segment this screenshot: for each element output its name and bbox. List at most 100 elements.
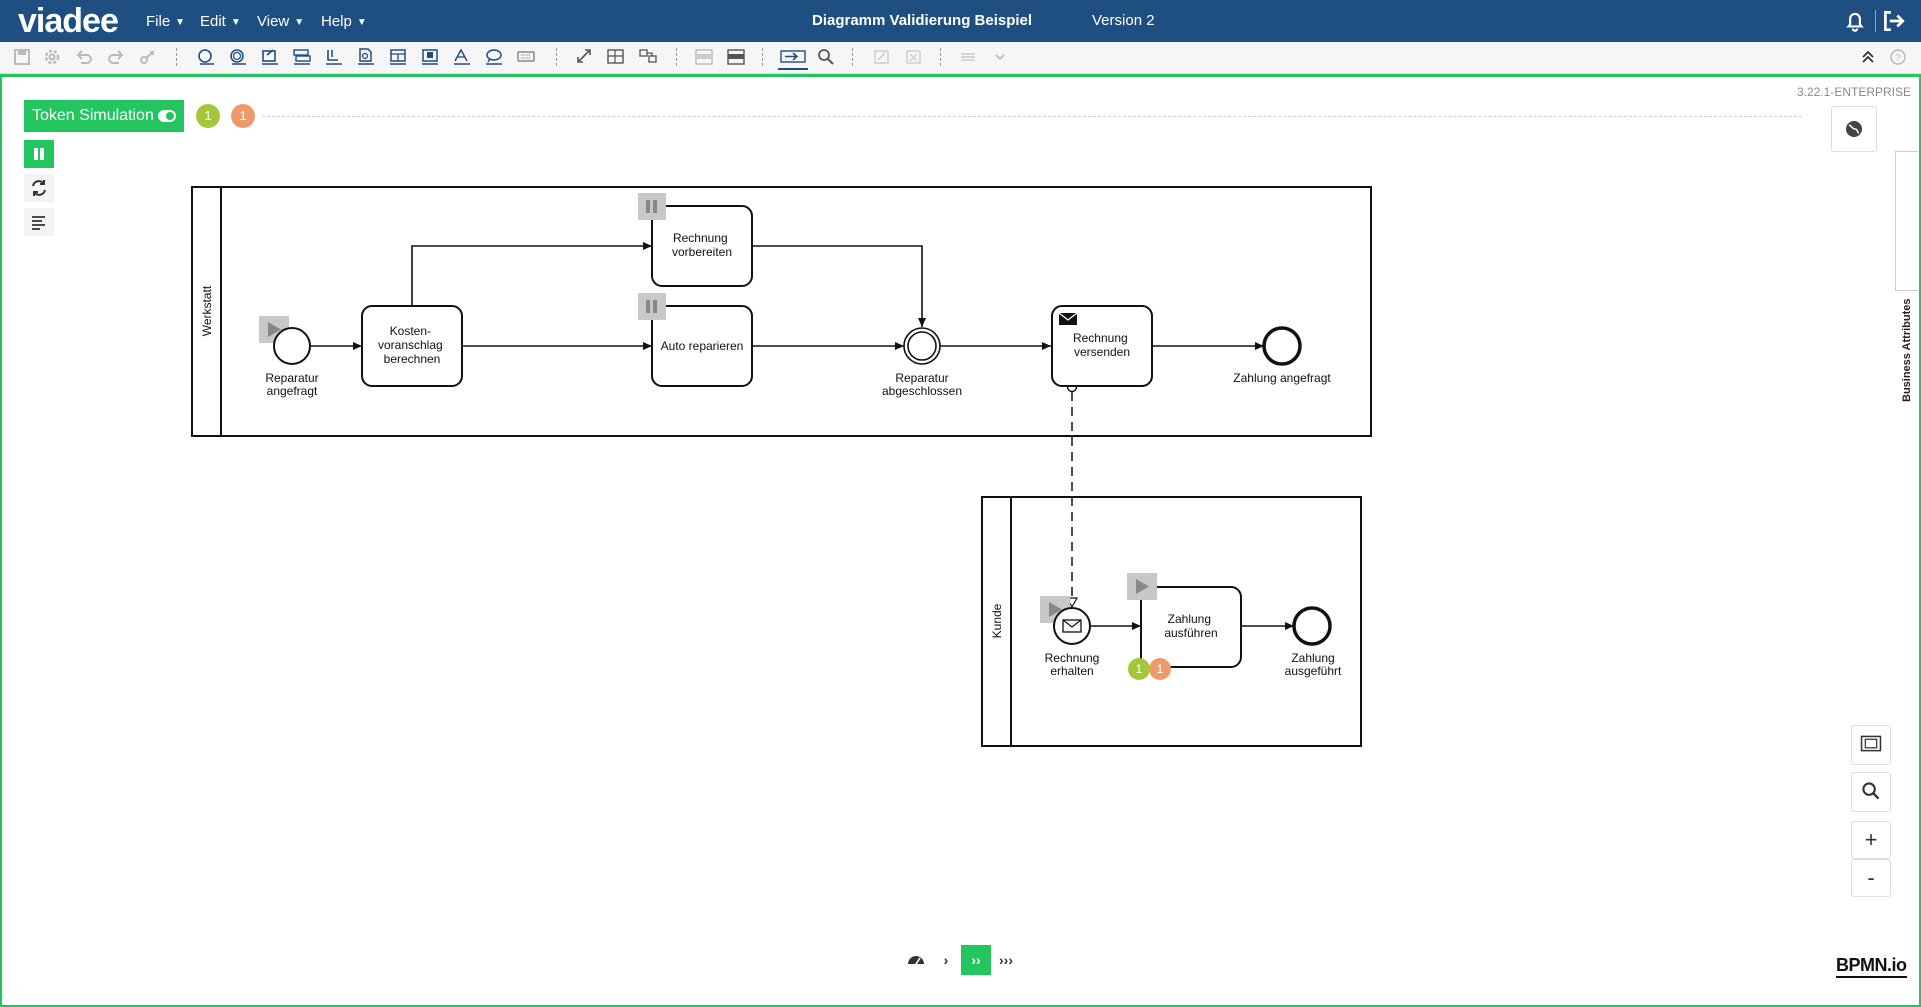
menu-file[interactable]: File▼ <box>146 13 186 30</box>
pause-token-button[interactable] <box>638 293 666 320</box>
pool-label-werkstatt: Werkstatt <box>200 285 214 336</box>
task-kostenvoranschlag-berechnen[interactable]: Kosten- voranschlag berechnen <box>361 305 463 387</box>
menu-help[interactable]: Help▼ <box>321 13 367 30</box>
undo-icon[interactable] <box>72 46 96 68</box>
save-icon[interactable] <box>10 46 34 68</box>
end-event-zahlung-angefragt[interactable]: Zahlung angefragt <box>1233 326 1331 385</box>
align-icon[interactable] <box>902 46 926 68</box>
refresh-icon <box>32 180 46 196</box>
create-data-store-icon[interactable] <box>418 46 442 68</box>
create-gateway-icon[interactable] <box>290 46 314 68</box>
chevron-down-icon: ▼ <box>175 17 186 28</box>
modeling-canvas[interactable]: 3.22.1-ENTERPRISE Token Simulation 1 1 B… <box>0 74 1921 1007</box>
share-icon[interactable] <box>136 46 160 68</box>
layout-icon[interactable] <box>604 46 628 68</box>
chevron-up-icon[interactable] <box>1856 46 1880 68</box>
task-label: Rechnung vorbereiten <box>672 231 732 259</box>
task-label: Auto reparieren <box>661 339 744 353</box>
settings-icon[interactable] <box>40 46 64 68</box>
zoom-in-button[interactable]: + <box>1851 821 1891 859</box>
export-png-icon[interactable] <box>724 46 748 68</box>
plus-icon: + <box>1864 827 1878 852</box>
completed-token-badge <box>1149 658 1171 680</box>
search-icon[interactable] <box>814 46 838 68</box>
speed-slow-button[interactable]: › <box>943 952 949 968</box>
task-auto-reparieren[interactable]: Auto reparieren <box>638 293 753 387</box>
chevron-down-icon: ▼ <box>294 17 305 28</box>
search-icon <box>1862 782 1880 800</box>
token-simulation-toggle[interactable]: Token Simulation <box>24 100 184 132</box>
keyboard-icon[interactable] <box>514 46 538 68</box>
bpmn-io-watermark[interactable]: BPMN.io <box>1836 955 1907 978</box>
logout-icon[interactable] <box>1880 8 1906 34</box>
pool-kunde[interactable]: Kunde <box>981 496 1362 747</box>
sequence-flows <box>310 242 1294 630</box>
business-attributes-tab[interactable]: Business Attributes <box>1895 151 1918 402</box>
pause-icon <box>34 148 44 160</box>
top-bar: viadee File▼ Edit▼ View▼ Help▼ Diagramm … <box>0 0 1921 42</box>
create-pool-icon[interactable] <box>450 46 474 68</box>
bell-icon[interactable] <box>1842 8 1868 34</box>
fullscreen-icon[interactable] <box>572 46 596 68</box>
event-label: Zahlung angefragt <box>1233 371 1331 385</box>
create-task-icon[interactable] <box>322 46 346 68</box>
task-rechnung-versenden[interactable]: Rechnung versenden <box>1051 305 1153 387</box>
pause-token-button[interactable] <box>638 193 666 220</box>
minus-icon: - <box>1867 865 1875 890</box>
split-icon[interactable] <box>636 46 660 68</box>
diagram-version[interactable]: Version 2 <box>1092 12 1155 29</box>
message-flow[interactable] <box>1068 381 1077 608</box>
svg-text:1: 1 <box>1136 662 1143 676</box>
task-zahlung-ausfuehren[interactable]: Zahlung ausführen 1 1 <box>1127 573 1242 680</box>
help-icon[interactable]: ? <box>1886 46 1910 68</box>
list-icon <box>32 216 45 230</box>
diagram-title: Diagramm Validierung Beispiel <box>812 12 1033 29</box>
task-label: Rechnung versenden <box>1073 331 1131 359</box>
simulation-log-button[interactable] <box>24 208 54 236</box>
speed-fast-button[interactable]: ››› <box>999 952 1013 968</box>
create-text-annotation-icon[interactable] <box>482 46 506 68</box>
pool-label-kunde: Kunde <box>990 603 1004 638</box>
app-logo[interactable]: viadee <box>18 2 119 40</box>
reset-simulation-button[interactable] <box>24 174 54 202</box>
search-button[interactable] <box>1851 772 1891 812</box>
task-rechnung-vorbereiten[interactable]: Rechnung vorbereiten <box>638 193 753 287</box>
create-intermediate-event-icon[interactable] <box>226 46 250 68</box>
pause-simulation-button[interactable] <box>24 140 54 168</box>
export-svg-icon[interactable] <box>692 46 716 68</box>
simulation-divider <box>262 116 1802 117</box>
zoom-out-button[interactable]: - <box>1851 859 1891 897</box>
pause-icon <box>646 200 650 213</box>
token-simulation-icon[interactable] <box>778 46 808 70</box>
create-subprocess-icon[interactable] <box>354 46 378 68</box>
chevron-down-icon: ▼ <box>230 17 241 28</box>
more-icon[interactable] <box>956 46 980 68</box>
svg-text:1: 1 <box>1157 662 1164 676</box>
globe-icon <box>1846 121 1862 137</box>
token-simulation-label: Token Simulation <box>32 107 154 124</box>
menu-view[interactable]: View▼ <box>257 13 305 30</box>
speed-normal-button[interactable]: ›› <box>961 945 991 975</box>
create-data-object-icon[interactable] <box>386 46 410 68</box>
create-start-event-icon[interactable] <box>194 46 218 68</box>
redo-icon[interactable] <box>104 46 128 68</box>
completed-token-count: 1 <box>231 104 255 128</box>
play-icon <box>1136 579 1149 594</box>
pool-werkstatt[interactable]: Werkstatt <box>191 186 1372 437</box>
fit-viewport-button[interactable] <box>1851 725 1891 765</box>
create-end-event-icon[interactable] <box>258 46 282 68</box>
distribute-icon[interactable] <box>870 46 894 68</box>
active-token-count: 1 <box>196 104 220 128</box>
pause-icon <box>646 300 650 313</box>
chevron-down-icon[interactable] <box>988 46 1012 68</box>
menu-edit[interactable]: Edit▼ <box>200 13 241 30</box>
chevron-down-icon: ▼ <box>356 17 367 28</box>
globe-button[interactable] <box>1831 106 1877 152</box>
